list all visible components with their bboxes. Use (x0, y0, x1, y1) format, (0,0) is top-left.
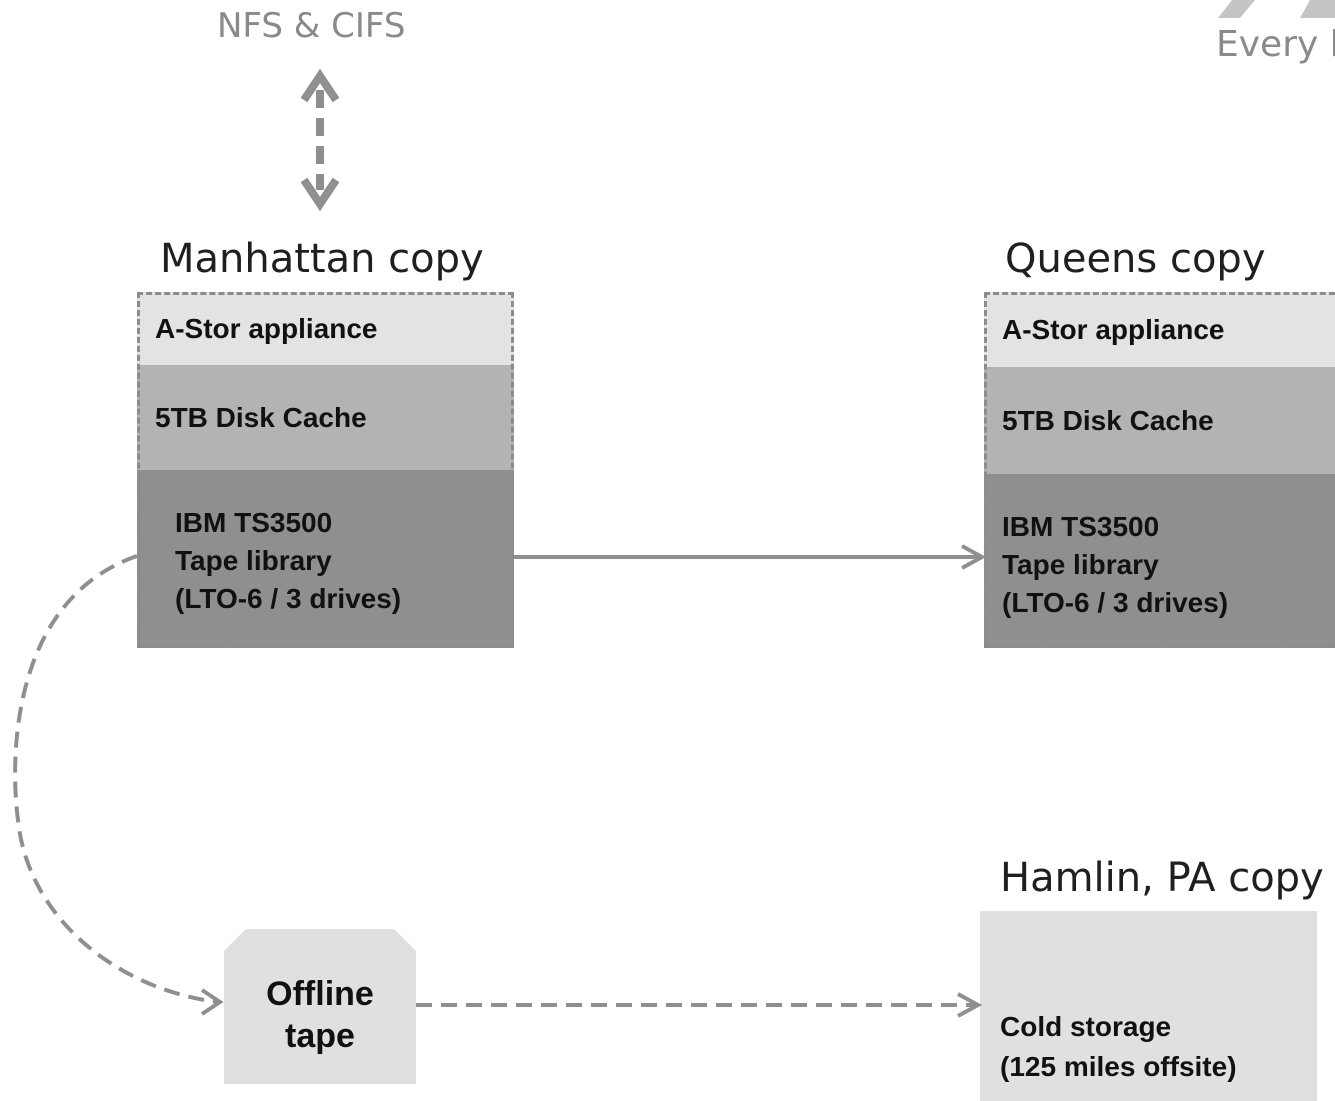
logo-shape-left (1218, 0, 1255, 18)
queens-appliance-label: A-Stor appliance (1002, 313, 1225, 345)
offsite-transfer-arrow (416, 992, 983, 1018)
manhattan-appliance-label: A-Stor appliance (155, 312, 378, 344)
offline-tape-line-2: tape (285, 1017, 355, 1055)
protocol-arrow (300, 68, 340, 212)
queens-tape-line-3: (LTO-6 / 3 drives) (1002, 587, 1229, 618)
queens-appliance-row: A-Stor appliance (984, 292, 1335, 367)
queens-dashed-border (984, 292, 1335, 648)
offline-tape-label: Offline tape (224, 973, 416, 1057)
manhattan-dashed-border (137, 292, 514, 648)
queens-tape-line-1: IBM TS3500 (1002, 511, 1160, 542)
queens-cache-row: 5TB Disk Cache (984, 367, 1335, 474)
manhattan-stack: A-Stor appliance 5TB Disk Cache IBM TS35… (137, 292, 514, 648)
replication-arrow (514, 544, 987, 570)
manhattan-title: Manhattan copy (160, 236, 484, 282)
queens-tape-row: IBM TS3500 Tape library (LTO-6 / 3 drive… (984, 474, 1335, 648)
hamlin-title: Hamlin, PA copy (1000, 855, 1324, 901)
manhattan-cache-row: 5TB Disk Cache (137, 365, 514, 470)
cold-storage-box: Cold storage (125 miles offsite) (980, 911, 1317, 1101)
logo-tagline: Every b (1216, 24, 1335, 65)
queens-cache-label: 5TB Disk Cache (1002, 404, 1214, 436)
offline-tape: Offline tape (224, 929, 416, 1084)
protocol-label: NFS & CIFS (217, 6, 406, 46)
queens-stack: A-Stor appliance 5TB Disk Cache IBM TS35… (984, 292, 1335, 648)
manhattan-tape-line-1: IBM TS3500 (175, 507, 333, 538)
offline-tape-line-1: Offline (266, 975, 374, 1013)
queens-tape-line-2: Tape library (1002, 549, 1159, 580)
cold-storage-line-1: Cold storage (1000, 1011, 1172, 1042)
logo-shape-right (1300, 0, 1335, 18)
offline-tape-shape (224, 929, 416, 1084)
queens-title: Queens copy (1005, 236, 1266, 282)
cold-storage-line-2: (125 miles offsite) (1000, 1051, 1237, 1082)
manhattan-appliance-row: A-Stor appliance (137, 292, 514, 365)
manhattan-cache-label: 5TB Disk Cache (155, 401, 367, 433)
